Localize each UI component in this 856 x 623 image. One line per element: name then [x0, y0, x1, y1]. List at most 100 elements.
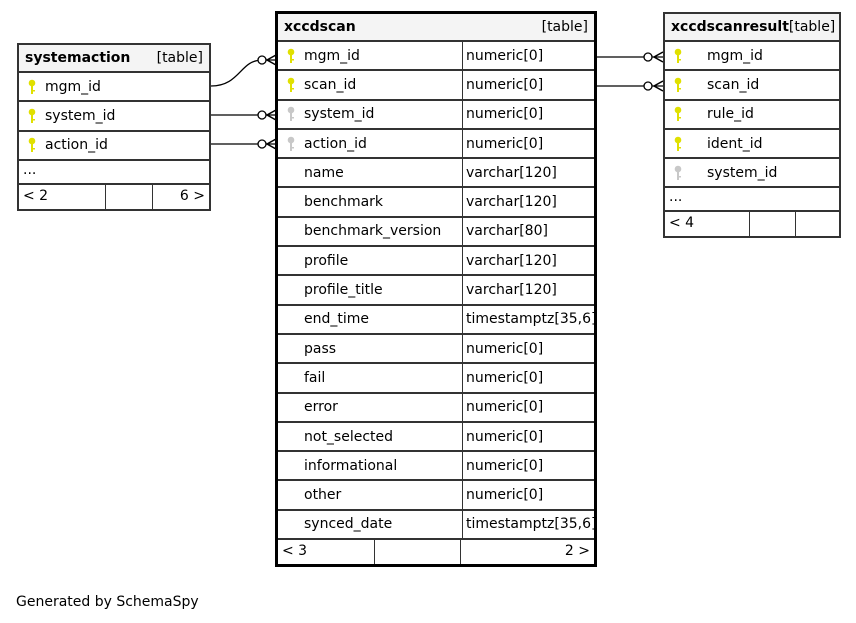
column-name: mgm_id — [45, 78, 101, 95]
column-row[interactable]: ident_id — [665, 130, 839, 160]
column-name: not_selected — [304, 428, 394, 445]
column-row[interactable]: scan_id numeric[0] — [278, 71, 594, 101]
column-row[interactable]: pass numeric[0] — [278, 334, 594, 365]
column-row[interactable]: system_id — [19, 102, 209, 132]
column-name: informational — [304, 457, 398, 474]
column-type: numeric[0] — [462, 452, 594, 480]
primary-key-icon — [25, 108, 39, 124]
table-kind: [table] — [788, 19, 836, 35]
primary-key-icon — [671, 106, 685, 122]
column-name: benchmark — [304, 194, 384, 211]
column-row[interactable]: informational numeric[0] — [278, 452, 594, 482]
column-name: mgm_id — [304, 47, 360, 64]
table-header: systemaction [table] — [19, 45, 209, 73]
column-name: scan_id — [304, 76, 357, 93]
foreign-key-icon — [284, 136, 298, 152]
column-type: timestamptz[35,6] — [462, 305, 596, 333]
column-row[interactable]: action_id numeric[0] — [278, 129, 594, 160]
column-row[interactable]: profile varchar[120] — [278, 247, 594, 277]
column-name: rule_id — [707, 106, 754, 123]
column-row[interactable]: benchmark varchar[120] — [278, 188, 594, 218]
table-footer: < 2 6 > — [19, 184, 209, 209]
children-count[interactable]: 2 > — [564, 543, 590, 560]
column-name: end_time — [304, 311, 370, 328]
column-row[interactable]: fail numeric[0] — [278, 364, 594, 394]
primary-key-icon — [671, 136, 685, 152]
children-count[interactable] — [796, 212, 839, 236]
column-name: profile — [304, 252, 349, 269]
table-kind: [table] — [156, 50, 203, 66]
column-type: numeric[0] — [462, 393, 594, 421]
parents-count[interactable]: < 4 — [665, 212, 750, 237]
column-type: numeric[0] — [462, 481, 594, 509]
column-type: varchar[120] — [462, 188, 594, 216]
primary-key-icon — [284, 48, 298, 64]
more-columns[interactable]: ... — [665, 188, 839, 213]
column-name: other — [304, 487, 342, 504]
parents-count[interactable]: < 3 — [278, 540, 375, 565]
column-row[interactable]: mgm_id — [665, 42, 839, 72]
column-type: numeric[0] — [462, 364, 594, 392]
column-row[interactable]: benchmark_version varchar[80] — [278, 217, 594, 248]
column-row[interactable]: mgm_id — [19, 73, 209, 103]
table-xccdscanresult[interactable]: xccdscanresult[table] mgm_id scan_id rule_i… — [663, 12, 841, 239]
column-name: synced_date — [304, 516, 393, 533]
table-name[interactable]: xccdscanresult — [671, 19, 789, 35]
column-type: numeric[0] — [462, 129, 594, 158]
column-name: ident_id — [707, 135, 763, 152]
column-row[interactable]: end_time timestamptz[35,6] — [278, 305, 596, 335]
relation-mgm-id — [210, 59, 276, 87]
foreign-key-icon — [671, 165, 685, 181]
foreign-key-icon — [284, 106, 298, 122]
column-row[interactable]: rule_id — [665, 101, 839, 130]
footer-spacer — [106, 184, 153, 209]
primary-key-icon — [671, 48, 685, 64]
column-name: benchmark_version — [304, 223, 442, 240]
column-name: pass — [304, 340, 337, 357]
more-columns[interactable]: ... — [19, 161, 209, 185]
column-row[interactable]: error numeric[0] — [278, 393, 594, 423]
table-name[interactable]: xccdscan — [284, 19, 356, 35]
column-type: numeric[0] — [462, 422, 594, 451]
column-type: varchar[120] — [462, 159, 594, 187]
primary-key-icon — [25, 137, 39, 153]
column-name: error — [304, 399, 338, 416]
column-row[interactable]: system_id — [665, 159, 839, 189]
children-count[interactable]: 6 > — [179, 187, 205, 204]
column-name: action_id — [45, 137, 108, 154]
column-row[interactable]: profile_title varchar[120] — [278, 276, 594, 306]
primary-key-icon — [671, 77, 685, 93]
generated-by-footer: Generated by SchemaSpy — [16, 594, 199, 610]
primary-key-icon — [25, 79, 39, 95]
column-name: system_id — [304, 106, 375, 123]
column-name: profile_title — [304, 282, 383, 299]
column-type: varchar[120] — [462, 276, 594, 304]
footer-spacer — [750, 212, 796, 237]
column-type: varchar[80] — [462, 217, 594, 246]
column-type: numeric[0] — [462, 334, 594, 363]
table-kind: [table] — [541, 19, 588, 35]
column-name: system_id — [707, 164, 778, 181]
column-name: system_id — [45, 107, 116, 124]
column-name: action_id — [304, 135, 367, 152]
column-row[interactable]: scan_id — [665, 71, 839, 101]
column-row[interactable]: not_selected numeric[0] — [278, 422, 594, 453]
column-name: fail — [304, 369, 326, 386]
column-row[interactable]: action_id — [19, 132, 209, 161]
parents-count[interactable]: < 2 — [19, 184, 106, 209]
column-type: numeric[0] — [462, 71, 594, 99]
primary-key-icon — [284, 77, 298, 93]
column-name: name — [304, 164, 344, 181]
column-type: varchar[120] — [462, 247, 594, 275]
table-name[interactable]: systemaction — [25, 50, 131, 66]
column-name: mgm_id — [707, 47, 763, 64]
column-row[interactable]: other numeric[0] — [278, 481, 594, 511]
table-footer: < 4 — [665, 212, 839, 237]
footer-spacer — [375, 540, 461, 565]
column-row[interactable]: name varchar[120] — [278, 159, 594, 189]
